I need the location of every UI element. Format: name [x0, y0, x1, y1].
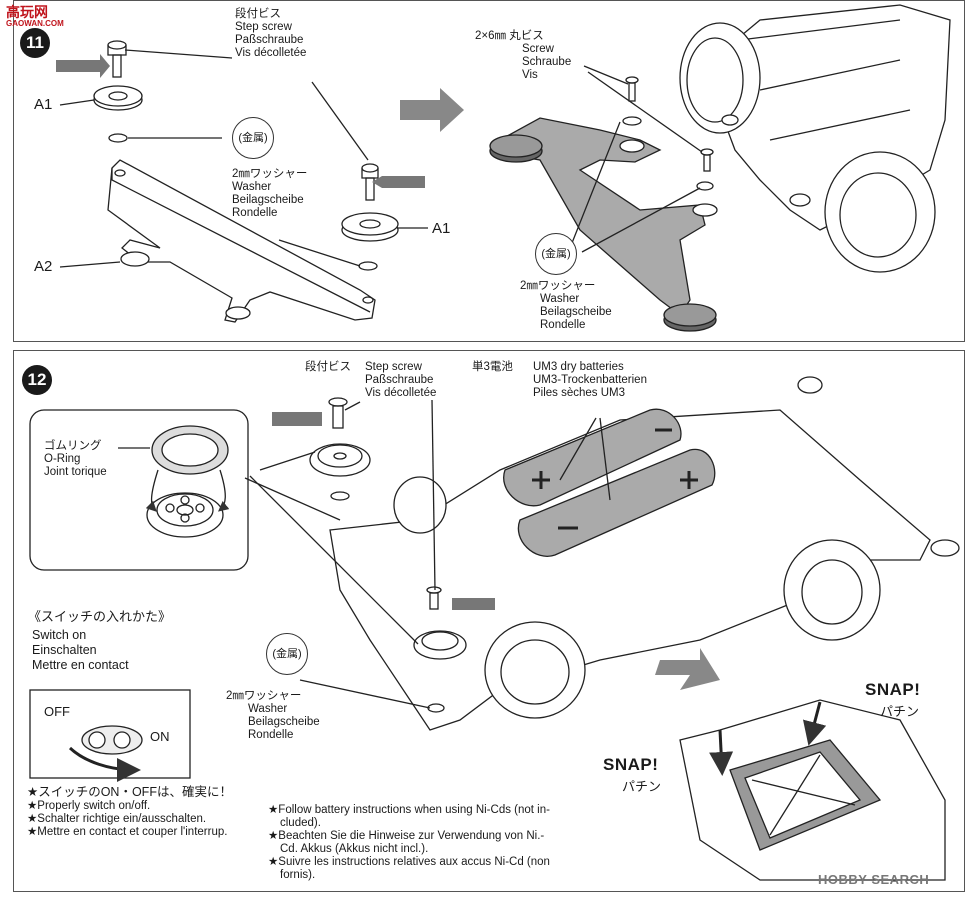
step12-batteries-label: UM3 dry batteries UM3-Trockenbatterien P… [533, 361, 647, 399]
switch-on-label: ON [150, 729, 170, 744]
step11-metal-badge-left: (金属) [232, 117, 274, 159]
step12-batteries-jp: 単3電池 [472, 361, 513, 373]
step11-step-screw-label: 段付ビス Step screw Paßschraube Vis décollet… [235, 8, 307, 59]
step11-screw-right [361, 163, 379, 201]
battery-notes: ★Follow battery instructions when using … [268, 804, 550, 881]
oring-label: ゴムリング O-Ring Joint torique [44, 440, 107, 478]
step12-step-screw-translations: Step screw Paßschraube Vis décolletée [365, 361, 437, 399]
step11-washer-left [108, 133, 128, 143]
step12-batteries [503, 408, 716, 557]
step11-screw-right-label: 2×6㎜ 丸ビス Screw Schraube Vis [475, 30, 572, 81]
switch-label: Switch on Einschalten Mettre en contact [32, 628, 129, 672]
step11-label-a1-left: A1 [34, 96, 53, 113]
step12-step-screw-label: 段付ビス [305, 361, 351, 373]
watermark-url-top: GAOWAN.COM [6, 19, 64, 28]
step12-metal-badge: (金属) [266, 633, 308, 675]
switch-notes: ★スイッチのON・OFFは、確実に！ ★Properly switch on/o… [27, 785, 232, 838]
step-11-number: 11 [20, 28, 50, 58]
step11-screw-left [107, 40, 127, 78]
switch-title: 《スイッチの入れかた》 [28, 609, 172, 624]
step-12-number: 12 [22, 365, 52, 395]
snap-right-label: SNAP! [865, 680, 921, 699]
step11-washer-label: 2㎜ワッシャー Washer Beilagscheibe Rondelle [232, 168, 308, 219]
snap-left-jp: パチン [622, 779, 662, 794]
snap-left-label: SNAP! [603, 755, 659, 774]
watermark-brand-bottom: HOBBY SEARCH [818, 872, 930, 887]
watermark-brand-top: 高玩网 [6, 4, 48, 20]
step11-label-a2: A2 [34, 258, 53, 275]
step11-roller-a1-left [93, 85, 143, 111]
step11-label-a1-right: A1 [432, 220, 451, 237]
step11-washer-right-label: 2㎜ワッシャー Washer Beilagscheibe Rondelle [520, 280, 612, 331]
step11-metal-badge-right: (金属) [535, 233, 577, 275]
step12-washer-label: 2㎜ワッシャー Washer Beilagscheibe Rondelle [226, 690, 320, 741]
snap-right-jp: パチン [880, 704, 920, 719]
step11-roller-a1-right [341, 212, 399, 242]
switch-off-label: OFF [44, 704, 70, 719]
